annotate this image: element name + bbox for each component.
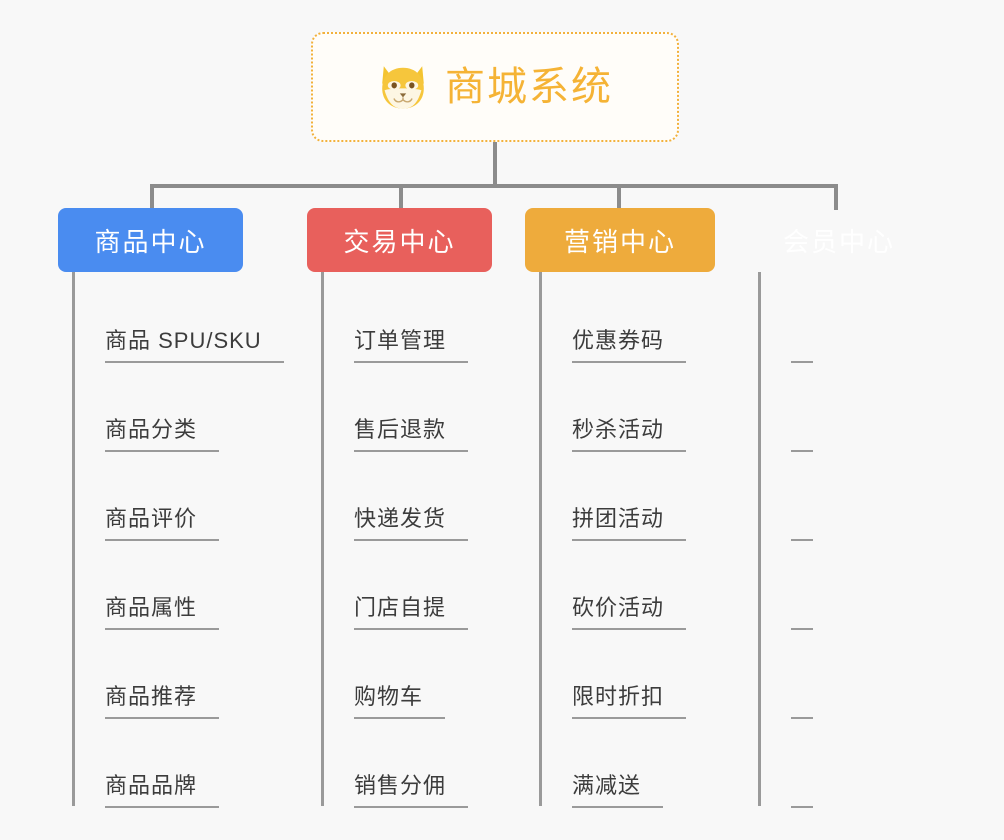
list-item-label: 商品 SPU/SKU <box>105 323 284 363</box>
list-item[interactable] <box>761 361 964 452</box>
root-node[interactable]: 商城系统 <box>311 32 679 142</box>
list-item-label <box>791 711 813 719</box>
list-item[interactable]: 满减送 <box>542 717 745 808</box>
branch-items-2: 订单管理 售后退款 快递发货 门店自提 购物车 销售分佣 <box>321 272 527 808</box>
list-item-label: 商品推荐 <box>105 679 220 719</box>
list-item[interactable]: 门店自提 <box>324 539 527 630</box>
list-item-label: 快递发货 <box>354 501 469 541</box>
branch-column-4: 会员中心 <box>744 208 964 808</box>
branch-header-3[interactable]: 营销中心 <box>525 208 715 272</box>
list-item[interactable]: 拼团活动 <box>542 450 745 541</box>
connector-horizontal-bus <box>150 184 838 188</box>
shiba-dog-icon <box>382 66 424 109</box>
list-item[interactable]: 商品推荐 <box>75 628 278 719</box>
list-item[interactable] <box>761 717 964 808</box>
branch-column-3: 营销中心 优惠券码 秒杀活动 拼团活动 砍价活动 限时折扣 满减送 <box>525 208 745 808</box>
list-item-label: 订单管理 <box>354 323 469 363</box>
branch-items-3: 优惠券码 秒杀活动 拼团活动 砍价活动 限时折扣 满减送 <box>539 272 745 808</box>
list-item-label <box>791 800 813 808</box>
branch-column-1: 商品中心 商品 SPU/SKU 商品分类 商品评价 商品属性 商品推荐 商品品牌 <box>58 208 284 808</box>
list-item-label: 商品评价 <box>105 501 220 541</box>
list-item-label: 门店自提 <box>354 590 469 630</box>
connector-drop-3 <box>617 186 621 210</box>
list-item[interactable] <box>761 628 964 719</box>
list-item[interactable]: 秒杀活动 <box>542 361 745 452</box>
list-item-label: 优惠券码 <box>572 323 687 363</box>
list-item[interactable] <box>761 450 964 541</box>
list-item-label: 满减送 <box>572 768 664 808</box>
branch-header-1[interactable]: 商品中心 <box>58 208 243 272</box>
list-item-label <box>791 444 813 452</box>
branch-header-label: 会员中心 <box>782 226 895 257</box>
branch-header-2[interactable]: 交易中心 <box>307 208 492 272</box>
list-item-label: 限时折扣 <box>572 679 687 719</box>
branch-header-label: 交易中心 <box>343 226 456 257</box>
list-item[interactable]: 限时折扣 <box>542 628 745 719</box>
connector-drop-1 <box>150 186 154 210</box>
root-title: 商城系统 <box>445 65 613 109</box>
list-item[interactable]: 优惠券码 <box>542 272 745 363</box>
list-item-label: 秒杀活动 <box>572 412 687 452</box>
list-item-label: 砍价活动 <box>572 590 687 630</box>
list-item-label: 销售分佣 <box>354 768 469 808</box>
list-item-label <box>791 533 813 541</box>
list-item-label: 商品属性 <box>105 590 220 630</box>
connector-root-stub <box>493 142 497 186</box>
list-item-label: 商品品牌 <box>105 768 220 808</box>
branch-header-label: 商品中心 <box>94 226 207 257</box>
branch-items-1: 商品 SPU/SKU 商品分类 商品评价 商品属性 商品推荐 商品品牌 <box>72 272 284 808</box>
list-item[interactable]: 商品分类 <box>75 361 278 452</box>
list-item[interactable]: 购物车 <box>324 628 527 719</box>
list-item[interactable]: 砍价活动 <box>542 539 745 630</box>
list-item[interactable]: 快递发货 <box>324 450 527 541</box>
branch-items-4 <box>758 272 964 808</box>
list-item[interactable]: 商品 SPU/SKU <box>75 272 284 363</box>
list-item[interactable]: 商品品牌 <box>75 717 278 808</box>
branch-header-4[interactable]: 会员中心 <box>744 208 934 272</box>
branch-column-2: 交易中心 订单管理 售后退款 快递发货 门店自提 购物车 销售分佣 <box>307 208 527 808</box>
list-item-label: 购物车 <box>354 679 446 719</box>
connector-drop-2 <box>399 186 403 210</box>
list-item-label: 售后退款 <box>354 412 469 452</box>
connector-drop-4 <box>834 186 838 210</box>
list-item-label: 商品分类 <box>105 412 220 452</box>
list-item[interactable]: 售后退款 <box>324 361 527 452</box>
list-item[interactable]: 订单管理 <box>324 272 527 363</box>
list-item[interactable] <box>761 272 964 363</box>
list-item-label <box>791 355 813 363</box>
list-item[interactable]: 商品评价 <box>75 450 278 541</box>
list-item-label: 拼团活动 <box>572 501 687 541</box>
list-item[interactable]: 商品属性 <box>75 539 278 630</box>
list-item[interactable]: 销售分佣 <box>324 717 527 808</box>
list-item-label <box>791 622 813 630</box>
branch-header-label: 营销中心 <box>563 226 676 257</box>
list-item[interactable] <box>761 539 964 630</box>
